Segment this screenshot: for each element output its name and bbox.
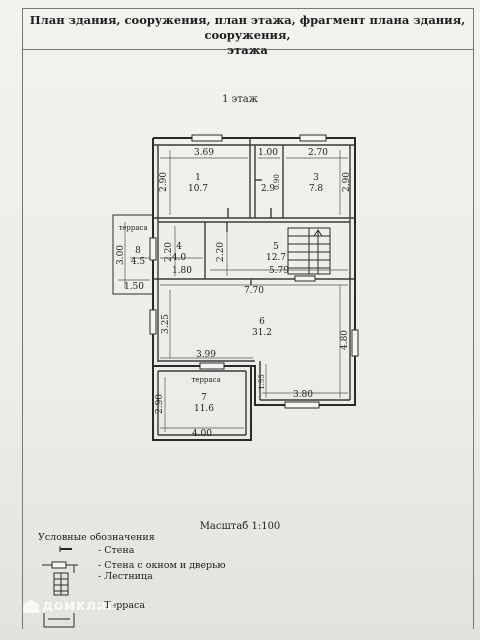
window-right: [351, 329, 359, 357]
legend-terrace-icon: [43, 613, 75, 628]
room-6-area: 31.2: [252, 328, 272, 338]
window-left: [149, 309, 157, 335]
dim-290-left: 2.90: [159, 172, 169, 192]
small-terrace-label: терраса: [118, 224, 147, 232]
legend-symbols: [42, 546, 78, 628]
dim-399: 3.99: [196, 350, 216, 360]
dim-480: 4.80: [340, 330, 350, 350]
window-top-1: [191, 134, 223, 142]
dim-180: 1.80: [172, 266, 192, 276]
dim-090: 0.90: [273, 174, 281, 190]
room-3-number: 3: [313, 173, 319, 183]
dim-380: 3.80: [293, 390, 313, 400]
dim-155: 1.55: [258, 374, 266, 390]
legend-terrace: - Терраса: [98, 600, 145, 611]
room-1-area: 10.7: [188, 184, 208, 194]
small-terrace-wall: [112, 214, 153, 295]
dim-220b: 2.20: [216, 242, 226, 262]
dim-220a: 2.20: [164, 242, 174, 262]
room-7-area: 11.6: [194, 404, 214, 414]
room-1-number: 1: [195, 173, 201, 183]
room-5-number: 5: [273, 242, 279, 252]
dim-290-right: 2.90: [342, 172, 352, 192]
dim-770: 7.70: [244, 286, 264, 296]
legend-title: Условные обозначения: [38, 532, 155, 543]
house-logo-icon: [23, 599, 39, 613]
room-2-area: 2.9: [261, 184, 276, 194]
watermark-text: домклик: [42, 598, 117, 614]
dim-579: 5.79: [269, 266, 289, 276]
room-8-number: 8: [135, 246, 141, 256]
dim-300: 3.00: [116, 245, 126, 265]
stairs: [287, 227, 331, 275]
legend-stairs-icon: [53, 572, 69, 596]
dim-150: 1.50: [124, 282, 144, 292]
window-bottom: [284, 401, 320, 409]
room-3-area: 7.8: [309, 184, 324, 194]
title-line-1: План здания, сооружения, план этажа, фра…: [29, 13, 466, 42]
room-8-area: 4.5: [131, 257, 146, 267]
room-4-area: 4.0: [172, 253, 187, 263]
window-room6-top: [294, 275, 316, 282]
document-frame: [22, 8, 474, 629]
dim-400: 4.00: [192, 429, 212, 439]
room-6-number: 6: [259, 317, 265, 327]
window-top-3: [299, 134, 327, 142]
window-room4: [149, 237, 157, 261]
document-header: План здания, сооружения, план этажа, фра…: [22, 8, 473, 57]
room-7-number: 7: [201, 393, 207, 403]
room-4-number: 4: [176, 242, 182, 252]
legend-wall-window-door: - Стена с окном и дверью: [98, 560, 226, 571]
room-5-area: 12.7: [266, 253, 286, 263]
terrace-label: терраса: [191, 376, 220, 384]
window-terrace: [199, 362, 225, 370]
scale-label: Масштаб 1:100: [199, 521, 281, 532]
dim-290-terrace: 2.90: [155, 394, 165, 414]
legend-window-door-icon: [42, 561, 78, 573]
title-line-2: этажа: [227, 43, 268, 57]
legend-wall: - Стена: [98, 545, 135, 556]
dim-100: 1.00: [258, 148, 278, 158]
dim-270: 2.70: [308, 148, 328, 158]
dim-325: 3.25: [161, 314, 171, 334]
terrace-wall: [152, 366, 252, 441]
legend-stairs: - Лестница: [98, 571, 153, 582]
dim-369: 3.69: [194, 148, 214, 158]
floor-label: 1 этаж: [222, 94, 258, 105]
